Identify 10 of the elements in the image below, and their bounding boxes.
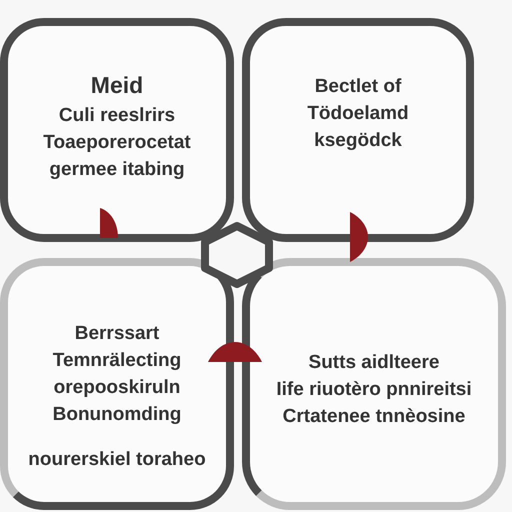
- box-text: Culi reeslrirs Toaeporerocetat germee itabing: [43, 104, 191, 182]
- rounded-box: [242, 258, 506, 510]
- rounded-box: [0, 18, 234, 242]
- box-heading: Meid: [90, 70, 144, 100]
- rounded-box: [242, 18, 474, 242]
- box-text: Sutts aidlteere Iife riuotèro pnnireitsi Crtatenee tnnèosine: [276, 350, 472, 428]
- box-text: Bectlet of Tödoelamd ksegödck: [307, 74, 409, 152]
- box-note: nourerskiel toraheo: [28, 448, 206, 472]
- box-text: Berrssart Temnrälecting orepooskiruln Bonunomding: [52, 322, 182, 426]
- rounded-box: [0, 258, 234, 510]
